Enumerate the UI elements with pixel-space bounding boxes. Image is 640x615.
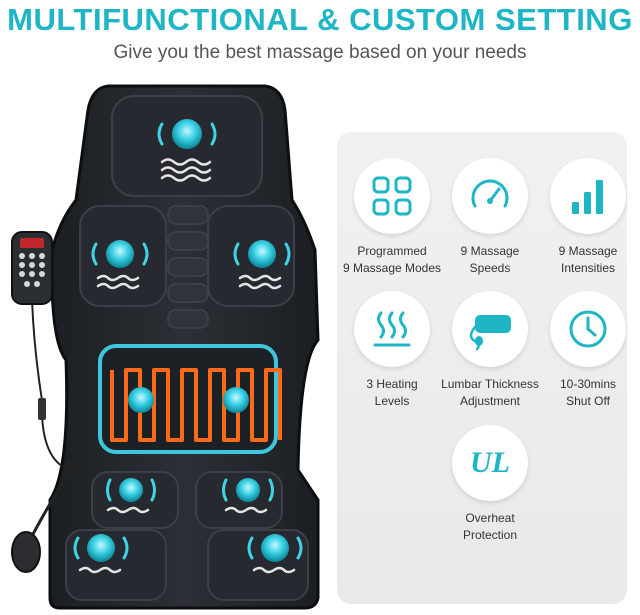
intensity-bars-icon [550,158,626,234]
feature-label: 10-30mins Shut Off [559,377,617,408]
feature-label: 3 Heating Levels [366,377,418,408]
remote-control [11,231,53,305]
ul-certification-icon: UL [452,425,528,501]
heat-waves-icon [354,291,430,367]
clock-icon [550,291,626,367]
grid-modes-icon [354,158,430,234]
feature-massage-modes: Programmed 9 Massage Modes [339,158,445,277]
feature-label: 9 Massage Intensities [558,244,618,275]
feature-massage-speeds: 9 Massage Speeds [437,158,543,277]
feature-lumbar-thickness: Lumbar Thickness Adjustment [437,291,543,410]
feature-label: Programmed 9 Massage Modes [342,244,442,275]
lumbar-pillow-icon [452,291,528,367]
subheadline: Give you the best massage based on your … [113,42,527,63]
feature-heating-levels: 3 Heating Levels [339,291,445,410]
feature-label: Overheat Protection [462,511,518,542]
feature-overheat-protection: UL Overheat Protection [437,425,543,544]
feature-shut-off-timer: 10-30mins Shut Off [535,291,640,410]
speedometer-icon [452,158,528,234]
headline: MULTIFUNCTIONAL & CUSTOM SETTING [7,2,633,37]
ul-mark: UL [470,446,510,479]
feature-massage-intensities: 9 Massage Intensities [535,158,640,277]
massage-cushion-illustration [11,84,320,610]
feature-label: 9 Massage Speeds [460,244,520,275]
feature-label: Lumbar Thickness Adjustment [441,377,539,408]
